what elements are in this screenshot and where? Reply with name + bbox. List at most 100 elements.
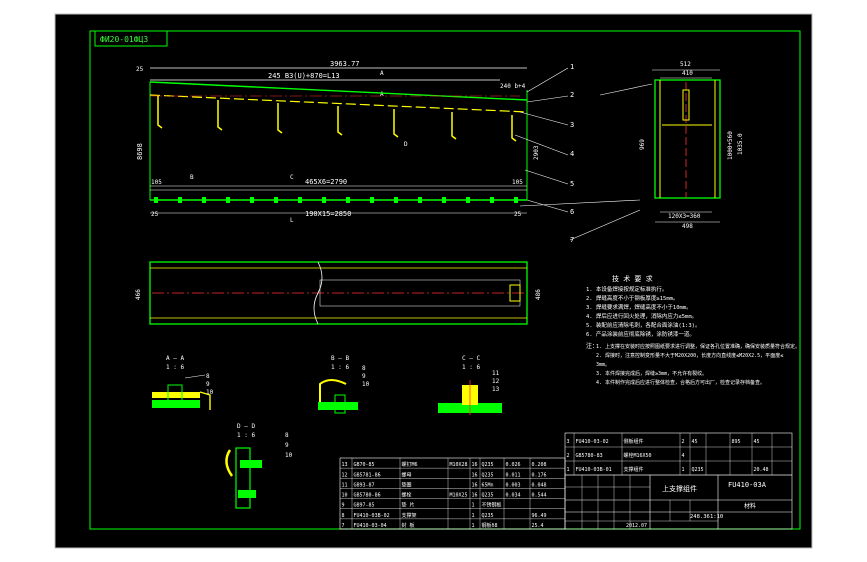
dim-bottom-2: 190X15=2850 [305, 210, 351, 218]
hanger-1 [157, 96, 163, 129]
bom-cell: 0.208 [532, 462, 547, 468]
section-a-item-9: 9 [206, 381, 210, 388]
bom-cell: 螺钉M6 [402, 461, 418, 468]
section-d-item-9: 9 [285, 442, 289, 449]
title-code: FU410-03A [728, 481, 767, 489]
bom-cell: 1 [472, 503, 475, 509]
bom-upper-cell: 895 [732, 439, 741, 445]
section-mark-a-top: A [380, 70, 384, 77]
bom-upper-cell: 1 [567, 467, 570, 473]
callout-6: 6 [570, 208, 574, 216]
beam-yellow-slope [149, 94, 528, 113]
title-scale: 1:10 [710, 514, 723, 520]
drawing-sheet [55, 14, 812, 548]
plan-left-dim: 466 [135, 289, 142, 300]
section-c-title: C — C [462, 355, 480, 362]
section-a-item-10: 10 [206, 389, 214, 396]
dim-top: 245 B3(U)+870=L13 [268, 72, 340, 80]
front-view: 3963.77 25 245 B3(U)+870=L13 240 b+4 A A [136, 60, 540, 224]
bom-cell: 7 [342, 523, 345, 529]
bom-cell: 12 [342, 472, 348, 478]
bom-cell: 支撑架 [402, 512, 417, 519]
section-a-title: A — A [166, 355, 184, 362]
outer-border [54, 13, 813, 549]
bom-cell: 96.49 [532, 513, 547, 519]
bom-cell: 1 [472, 513, 475, 519]
callout-4: 4 [570, 150, 574, 158]
dim-bottom-1: 465X6=2790 [305, 178, 347, 186]
dim-left-mid: 105 [151, 179, 162, 186]
bom-upper-cell: 侧板组件 [624, 438, 644, 445]
dim-right-mid: 105 [512, 179, 523, 186]
dim-right-bottom: 25 [514, 211, 522, 218]
bom-cell: 垫 片 [402, 502, 415, 509]
bom-cell: 25.4 [532, 523, 544, 529]
hanger-3 [277, 103, 283, 134]
section-d-title: D — D [237, 423, 255, 430]
title-weight: 248.36 [690, 514, 710, 520]
side-view: 512 410 969 1000+560 1035.0 120X3=360 49… [639, 61, 744, 230]
section-a-scale: 1 : 6 [166, 364, 184, 371]
callout-2: 2 [570, 91, 574, 99]
section-b-scale: 1 : 6 [331, 364, 349, 371]
side-outline [654, 79, 721, 199]
bom-cell: FU410-03-04 [354, 523, 387, 529]
label-left-small: 25 [136, 66, 144, 73]
bom-cell: Q235 [482, 493, 494, 499]
bom-cell: 10 [342, 493, 348, 499]
hanger-6 [451, 112, 457, 140]
bom-upper-cell: 1 [682, 467, 685, 473]
section-b-item-8: 8 [362, 365, 366, 372]
callout-5: 5 [570, 180, 574, 188]
bom-cell: 16 [472, 472, 478, 478]
bom-cell: 9 [342, 503, 345, 509]
note2-4: 3. 本件焊接完成后，焊缝≥3mm，不允许有裂纹。 [596, 370, 707, 377]
bom-upper-cell: FU410-03-02 [576, 439, 609, 445]
bom-cell: 0.026 [506, 462, 521, 468]
note2-3: 3mm。 [596, 362, 610, 368]
bom-upper-cell: 45 [692, 439, 698, 445]
note-2: 2. 焊缝高度不小于钢板厚度≥15mm。 [586, 294, 679, 302]
title-company: 材料 [744, 502, 756, 510]
bom-upper-cell: 2 [567, 453, 570, 459]
dim-height: 8698 [136, 143, 144, 160]
bom-cell: FU410-03B-02 [354, 513, 390, 519]
section-d-item-8: 8 [285, 432, 289, 439]
bom-cell: 0.003 [506, 482, 521, 488]
note2-1: 1. 上支撑在安装时应按照图纸要求进行调整，保证各孔位置准确，确保安装质量符合规… [596, 343, 800, 350]
beam-top-edge [149, 81, 528, 101]
note2-5: 4. 本件制作完成后应进行整体检查，合格后方可出厂，检查记录存档备查。 [596, 379, 765, 386]
section-d-item-10: 10 [285, 452, 293, 459]
bom-upper-cell: GB5780-83 [576, 453, 603, 459]
bom-cell: 0.034 [506, 493, 521, 499]
code-box [94, 30, 168, 47]
bom-cell: 螺母 [402, 471, 412, 478]
bom-cell: 16 [472, 462, 478, 468]
bom-cell: GB5781-86 [354, 472, 381, 478]
dim-total-length: 3963.77 [330, 60, 360, 68]
bom-cell: 不锈钢板 [482, 502, 502, 509]
bom-cell: 8 [342, 513, 345, 519]
bom-cell: GB93-87 [354, 482, 375, 488]
callout-7: 7 [570, 236, 574, 244]
bom-cell: 垫圈 [402, 481, 412, 488]
notes-title: 技 术 要 求 [612, 274, 653, 283]
section-c: C — C 1 : 6 11 12 13 [438, 355, 502, 415]
bom-cell: 65Mn [482, 482, 494, 488]
bom-upper-cell: Q235 [692, 467, 704, 473]
section-b: B — B 1 : 6 8 9 10 [318, 355, 370, 414]
technical-notes: 技 术 要 求 1. 本设备焊接按规定标准执行。 2. 焊缝高度不小于钢板厚度≥… [586, 274, 800, 386]
bom-cell: 11 [342, 482, 348, 488]
bom-upper-cell: 螺栓M16X50 [624, 452, 652, 459]
side-top-2: 410 [682, 70, 693, 77]
bom-cell: 0.048 [532, 482, 547, 488]
side-height-right-1: 1000+560 [727, 131, 734, 160]
bom-cell: 1 [472, 523, 475, 529]
hanger-4 [337, 106, 343, 136]
bom-upper-cell: 2 [682, 439, 685, 445]
bom-cell: 封 板 [402, 522, 415, 529]
bom-cell: GB97-85 [354, 503, 375, 509]
